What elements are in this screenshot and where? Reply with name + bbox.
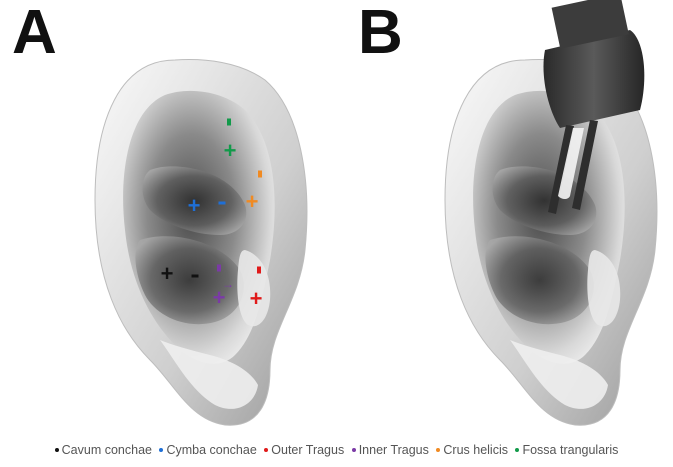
legend-item-fossa-trangularis: Fossa trangularis xyxy=(515,443,618,457)
legend-item-inner-tragus: Inner Tragus xyxy=(352,443,429,457)
cymba-conchae-minus-marker xyxy=(219,202,226,205)
legend-dot xyxy=(515,448,519,452)
fossa-triangularis-minus-marker xyxy=(227,119,231,126)
legend-item-outer-tragus: Outer Tragus xyxy=(264,443,344,457)
outer-tragus-minus-marker xyxy=(257,267,261,274)
crus-helicis-minus-marker xyxy=(258,171,262,178)
outer-tragus-plus-marker: + xyxy=(250,288,263,310)
legend-dot xyxy=(159,448,163,452)
cavum-conchae-plus-marker: + xyxy=(161,263,174,285)
legend-label: Fossa trangularis xyxy=(522,443,618,457)
panel-label-b: B xyxy=(358,2,403,64)
legend: Cavum conchae Cymba conchae Outer Tragus… xyxy=(0,443,673,457)
inner-tragus-plus-marker: + xyxy=(213,287,226,309)
crus-helicis-plus-marker: + xyxy=(246,191,259,213)
ear-b xyxy=(445,60,657,426)
legend-item-cavum-conchae: Cavum conchae xyxy=(55,443,152,457)
legend-label: Crus helicis xyxy=(443,443,508,457)
ear-a xyxy=(95,60,307,426)
cavum-conchae-minus-marker xyxy=(192,275,199,278)
legend-dot xyxy=(55,448,59,452)
legend-label: Cavum conchae xyxy=(62,443,152,457)
cymba-conchae-plus-marker: + xyxy=(188,195,201,217)
legend-label: Outer Tragus xyxy=(271,443,344,457)
fossa-triangularis-plus-marker: + xyxy=(224,140,237,162)
legend-label: Cymba conchae xyxy=(166,443,256,457)
legend-dot xyxy=(352,448,356,452)
inner-tragus-minus-marker xyxy=(217,265,221,272)
legend-label: Inner Tragus xyxy=(359,443,429,457)
legend-item-crus-helicis: Crus helicis xyxy=(436,443,508,457)
legend-item-cymba-conchae: Cymba conchae xyxy=(159,443,256,457)
panel-label-a: A xyxy=(12,2,57,64)
legend-dot xyxy=(264,448,268,452)
legend-dot xyxy=(436,448,440,452)
